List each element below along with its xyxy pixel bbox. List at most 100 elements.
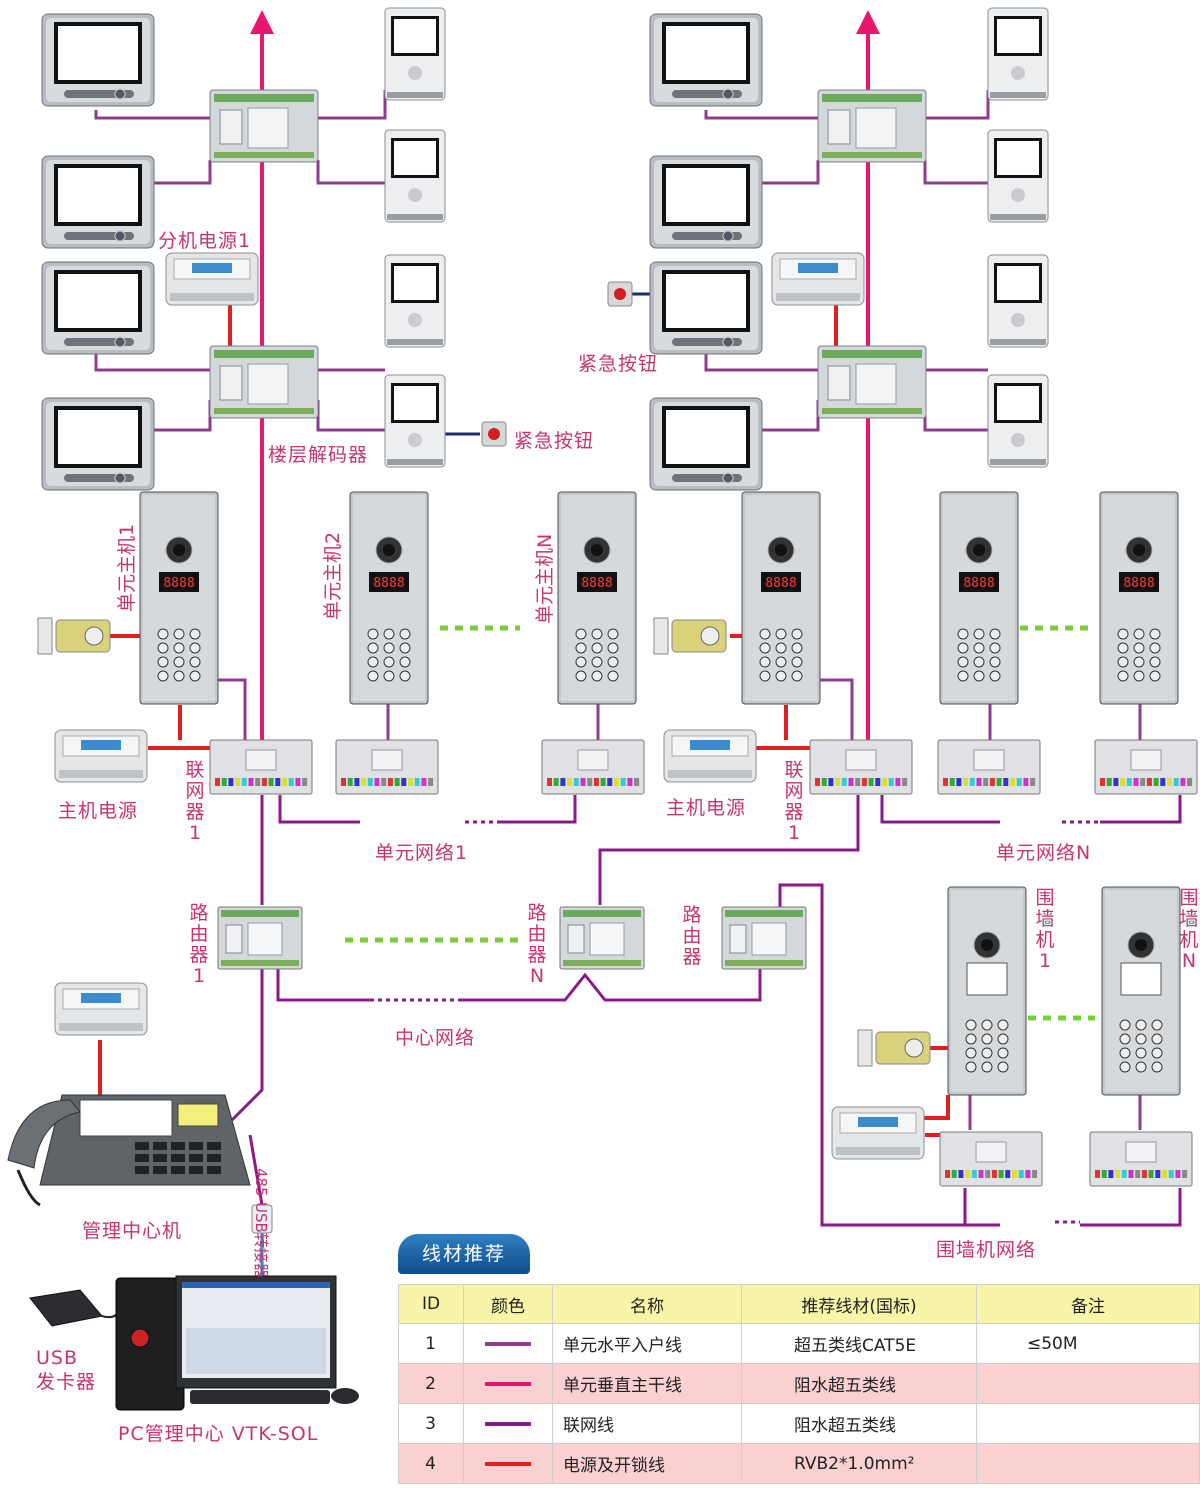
unit-host-panel: 8888	[349, 491, 429, 705]
emergency-button-label-right: 紧急按钮	[578, 353, 659, 375]
indoor-monitor-icon	[649, 13, 763, 107]
unit-host-panel: 8888	[741, 491, 821, 705]
indoor-handset-icon	[987, 254, 1049, 348]
wall-unit-1-label: 围墙机1	[1035, 887, 1055, 972]
legend-header-name: 名称	[552, 1284, 742, 1324]
indoor-monitor-icon	[41, 155, 155, 249]
wall-network-label: 围墙机网络	[936, 1239, 1037, 1261]
network-dots	[370, 820, 1100, 1224]
floor-decoder-icon	[209, 345, 319, 419]
networker-icon	[1089, 1131, 1193, 1187]
networker-icon	[335, 739, 439, 795]
legend-swatch	[484, 1421, 531, 1426]
panel-display: 8888	[373, 576, 404, 591]
electric-lock-icon	[653, 617, 727, 655]
legend-color	[463, 1363, 553, 1404]
extension-power-icon	[165, 252, 259, 306]
legend-row: 2 单元垂直主干线 阻水超五类线	[398, 1363, 1200, 1404]
legend-swatch	[484, 1381, 531, 1386]
unit-host-panel: 8888	[1099, 491, 1179, 705]
indoor-monitor-icon	[649, 155, 763, 249]
wall-unit-panel	[947, 886, 1027, 1096]
host-power-icon	[663, 729, 757, 783]
networker-icon	[1094, 739, 1198, 795]
center-network-label: 中心网络	[395, 1027, 476, 1049]
indoor-handset-icon	[384, 374, 446, 468]
legend-name: 单元水平入户线	[552, 1323, 742, 1364]
host-power-label-left: 主机电源	[58, 800, 139, 822]
legend-row: 1 单元水平入户线 超五类线CAT5E ≤50M	[398, 1323, 1200, 1364]
router-1-label: 路由器1	[189, 902, 209, 987]
networker-icon	[937, 739, 1041, 795]
unit-host-n-label: 单元主机N	[534, 533, 556, 624]
legend-id: 1	[398, 1323, 464, 1364]
legend-id: 3	[398, 1403, 464, 1444]
usb-card-issuer-label: USB 发卡器	[36, 1347, 97, 1393]
legend-color	[463, 1323, 553, 1364]
pc-center-label: PC管理中心 VTK-SOL	[118, 1423, 319, 1445]
legend-title: 线材推荐	[398, 1234, 530, 1274]
emergency-button-label-left: 紧急按钮	[514, 430, 595, 452]
trunk-arrow-right	[856, 10, 880, 34]
legend-name: 单元垂直主干线	[552, 1363, 742, 1404]
unit-network-n-label: 单元网络N	[996, 842, 1092, 864]
legend-name: 联网线	[552, 1403, 742, 1444]
router-icon	[721, 906, 807, 970]
unit-host-panel: 8888	[557, 491, 637, 705]
wall-unit-panel	[1101, 886, 1181, 1096]
legend-swatch	[484, 1461, 531, 1466]
legend-wire: RVB2*1.0mm²	[741, 1443, 977, 1484]
panel-display: 8888	[163, 576, 194, 591]
pc-computer-icon	[115, 1275, 359, 1411]
wall-unit-n-label: 围墙机N	[1179, 887, 1199, 972]
panel-display: 8888	[963, 576, 994, 591]
panel-display: 8888	[1123, 576, 1154, 591]
floor-decoder-label: 楼层解码器	[268, 444, 369, 466]
power-supply-icon	[54, 982, 148, 1036]
ext-power-1-label: 分机电源1	[158, 230, 252, 252]
legend-header-note: 备注	[976, 1284, 1200, 1324]
indoor-monitor-icon	[41, 13, 155, 107]
legend-wire: 阻水超五类线	[741, 1363, 977, 1404]
unit-host-panel: 8888	[939, 491, 1019, 705]
legend-header-id: ID	[398, 1284, 464, 1324]
unit-host-2-label: 单元主机2	[322, 531, 344, 620]
indoor-handset-icon	[384, 7, 446, 101]
emergency-button-icon	[481, 421, 507, 447]
router-icon	[559, 906, 645, 970]
indoor-handset-icon	[987, 129, 1049, 223]
networker-icon	[809, 739, 913, 795]
unit-host-1-label: 单元主机1	[116, 523, 138, 612]
legend-color	[463, 1403, 553, 1444]
indoor-handset-icon	[987, 374, 1049, 468]
electric-lock-icon	[857, 1029, 931, 1067]
floor-decoder-icon	[209, 89, 319, 163]
indoor-handset-icon	[384, 254, 446, 348]
indoor-monitor-icon	[41, 397, 155, 491]
host-power-label-right: 主机电源	[666, 797, 747, 819]
indoor-monitor-icon	[649, 397, 763, 491]
indoor-handset-icon	[384, 129, 446, 223]
networker-icon	[541, 739, 645, 795]
legend-wire: 阻水超五类线	[741, 1403, 977, 1444]
legend-wire: 超五类线CAT5E	[741, 1323, 977, 1364]
usb-converter-icon	[251, 1204, 273, 1234]
network-wires	[230, 795, 1182, 1227]
networker-1-label-right: 联网器1	[784, 759, 804, 844]
horizontal-wires-right	[704, 90, 1142, 1130]
networker-1-label-left: 联网器1	[185, 759, 205, 844]
router-n-label: 路由器N	[527, 902, 547, 987]
indoor-handset-icon	[987, 7, 1049, 101]
legend-note	[976, 1443, 1200, 1484]
management-console-icon	[7, 1094, 251, 1207]
legend-note: ≤50M	[976, 1323, 1200, 1364]
legend-id: 2	[398, 1363, 464, 1404]
floor-decoder-icon	[817, 89, 927, 163]
legend-swatch	[484, 1341, 531, 1346]
networker-icon	[209, 739, 313, 795]
indoor-monitor-icon	[41, 261, 155, 355]
host-power-icon	[54, 729, 148, 783]
router-icon	[217, 906, 303, 970]
emergency-button-icon	[607, 281, 633, 307]
